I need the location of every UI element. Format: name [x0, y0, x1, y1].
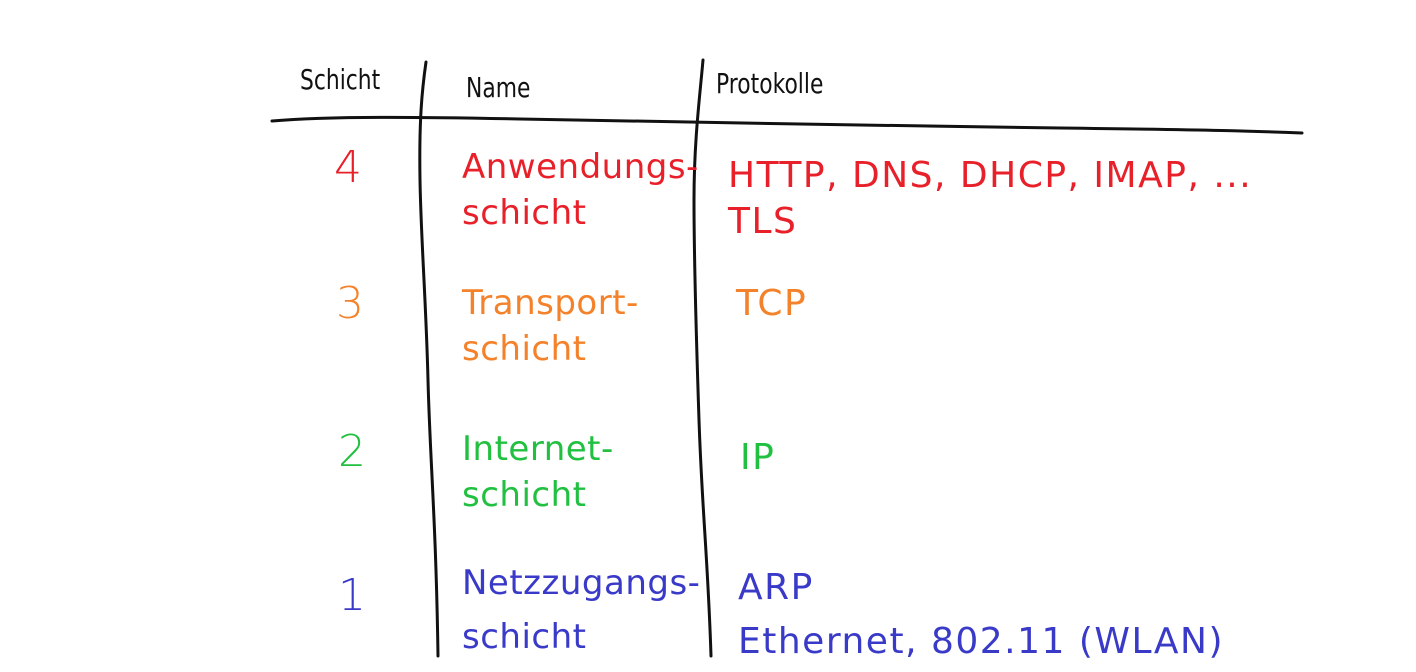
layer-name-1-line1: Netzzugangs- [462, 563, 701, 603]
layer-protocols-2-line1: IP [740, 437, 776, 478]
layer-protocols-1-line2: Ethernet, 802.11 (WLAN) [738, 621, 1224, 662]
layer-number-1: 1 [338, 570, 366, 621]
header-underline [270, 115, 1304, 135]
layer-protocols-4-line2: TLS [728, 201, 798, 242]
layer-number-4: 4 [334, 142, 362, 193]
column-divider-right [692, 58, 713, 658]
layer-number-2: 2 [338, 426, 366, 477]
header-name: Name [466, 71, 531, 104]
layer-name-3-line1: Transport- [462, 283, 639, 323]
layer-number-3: 3 [336, 278, 364, 329]
layer-protocols-4-line1: HTTP, DNS, DHCP, IMAP, ... [728, 155, 1253, 196]
layer-name-2-line2: schicht [462, 475, 587, 515]
column-divider-left [418, 60, 440, 658]
layer-name-4-line1: Anwendungs- [462, 147, 699, 187]
layer-protocols-1-line1: ARP [738, 567, 814, 608]
layer-name-3-line2: schicht [462, 329, 587, 369]
header-layer: Schicht [300, 63, 381, 96]
layer-name-4-line2: schicht [462, 193, 587, 233]
layer-name-1-line2: schicht [462, 617, 587, 657]
layer-name-2-line1: Internet- [462, 429, 614, 469]
layer-protocols-3-line1: TCP [736, 283, 808, 324]
header-protocols: Protokolle [716, 67, 824, 100]
